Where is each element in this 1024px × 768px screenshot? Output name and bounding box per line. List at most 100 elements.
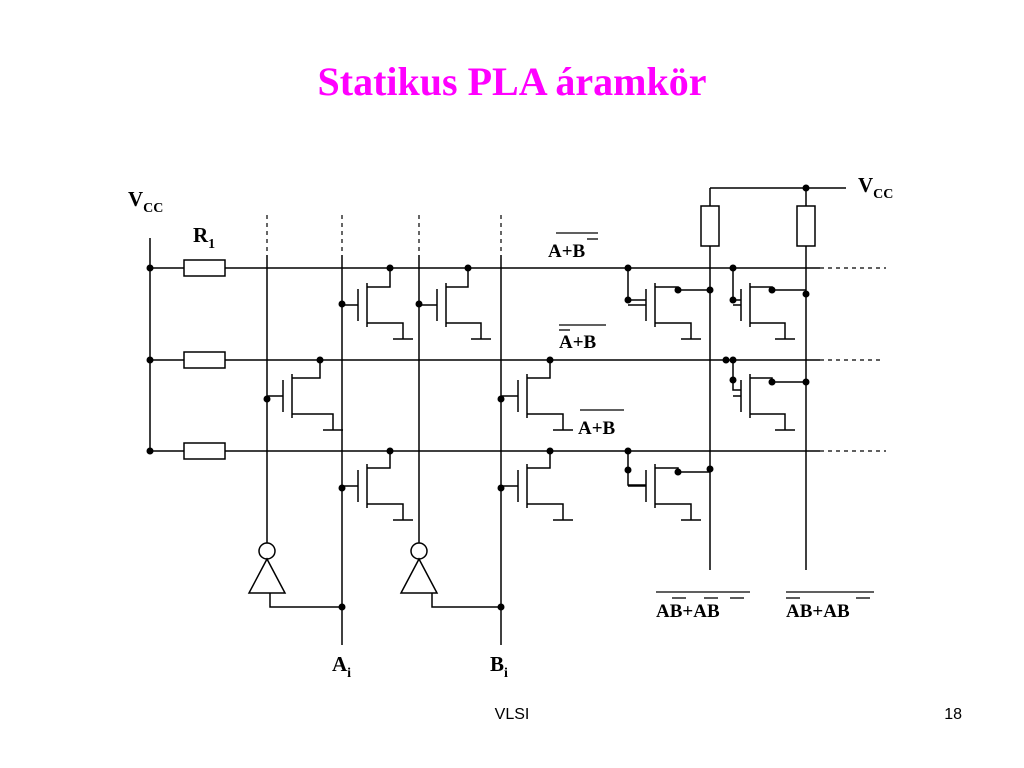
junction-dots (146, 184, 810, 611)
junction-dot (338, 484, 346, 492)
source-wire (367, 322, 404, 339)
source-wire (750, 413, 786, 430)
resistors (183, 205, 816, 460)
junction-dot (802, 378, 810, 386)
junction-dot (768, 378, 776, 386)
gate-wire (627, 451, 646, 486)
inverters (247, 542, 439, 594)
junction-dot (146, 264, 154, 272)
junction-dot (338, 603, 346, 611)
source-wire (292, 413, 334, 430)
junction-dot (338, 300, 346, 308)
drain-wire (446, 268, 469, 288)
nmos-transistor (267, 360, 343, 431)
nmos-transistor (342, 268, 413, 340)
output2-label: AB+AB (786, 601, 850, 622)
junction-dot (497, 484, 505, 492)
term1-label: A+B (548, 241, 586, 262)
inverter (399, 542, 439, 594)
junction-dot (768, 286, 776, 294)
source-wire (446, 322, 482, 339)
resistor (183, 351, 226, 369)
source-wire (527, 503, 564, 520)
resistor (183, 259, 226, 277)
source-wire (655, 322, 692, 339)
vcc-left-label: VCC (128, 187, 163, 216)
vcc-right-label: VCC (858, 173, 893, 202)
gate-wire (627, 268, 646, 301)
overbars (556, 232, 874, 599)
transistors (267, 268, 795, 521)
footer-course: VLSI (494, 706, 530, 723)
gate-wire (732, 360, 741, 391)
junction-dot (624, 264, 632, 272)
term2-label: A+B (559, 332, 597, 353)
junction-dot (729, 356, 737, 364)
slide-title: Statikus PLA áramkör (317, 59, 707, 104)
drain-wire (367, 451, 391, 469)
drain-wire (367, 268, 391, 288)
nmos-transistor (628, 464, 701, 521)
source-wire (527, 413, 564, 430)
junction-dot (497, 603, 505, 611)
inverter-input-wire (431, 593, 501, 608)
pullup-resistor (796, 205, 816, 247)
input-a-label: Ai (332, 652, 351, 681)
junction-dot (729, 296, 737, 304)
drain-wire (655, 467, 679, 472)
junction-dot (415, 300, 423, 308)
drain-wire (292, 360, 321, 379)
junction-dot (802, 290, 810, 298)
nmos-transistor (733, 374, 795, 431)
junction-dot (386, 447, 394, 455)
junction-dot (624, 466, 632, 474)
inverter (247, 542, 287, 594)
junction-dot (263, 395, 271, 403)
inverter-input-wire (269, 593, 342, 608)
inverter-bubble (410, 542, 428, 560)
junction-dot (316, 356, 324, 364)
junction-dot (497, 395, 505, 403)
nmos-transistor (628, 283, 701, 340)
nmos-transistor (501, 451, 573, 521)
resistor (183, 442, 226, 460)
junction-dot (674, 286, 682, 294)
input-b-label: Bi (490, 652, 508, 681)
drain-wire (527, 360, 551, 379)
source-wire (655, 503, 692, 520)
junction-dot (464, 264, 472, 272)
wiring (149, 187, 846, 645)
nmos-transistor (419, 268, 491, 340)
pullup-resistor (700, 205, 720, 247)
inverter-bubble (258, 542, 276, 560)
output1-label: AB+AB (656, 601, 720, 622)
junction-dot (546, 356, 554, 364)
junction-dot (546, 447, 554, 455)
nmos-transistor (342, 451, 413, 521)
page-number: 18 (944, 706, 962, 723)
source-wire (367, 503, 404, 520)
nmos-transistor (733, 283, 795, 340)
junction-dot (722, 356, 730, 364)
junction-dot (674, 468, 682, 476)
junction-dot (146, 447, 154, 455)
junction-dot (802, 184, 810, 192)
gate-wire (732, 268, 741, 301)
junction-dot (386, 264, 394, 272)
junction-dot (729, 376, 737, 384)
source-wire (750, 322, 786, 339)
term3-label: A+B (578, 418, 616, 439)
junction-dot (624, 447, 632, 455)
r1-label: R1 (193, 223, 215, 252)
junction-dot (624, 296, 632, 304)
drain-wire (527, 451, 551, 469)
nmos-transistor (501, 360, 573, 431)
inverter-triangle (247, 557, 287, 594)
inverter-triangle (399, 557, 439, 594)
junction-dot (146, 356, 154, 364)
junction-dot (706, 286, 714, 294)
dashed-extensions (266, 215, 886, 452)
junction-dot (706, 465, 714, 473)
junction-dot (729, 264, 737, 272)
